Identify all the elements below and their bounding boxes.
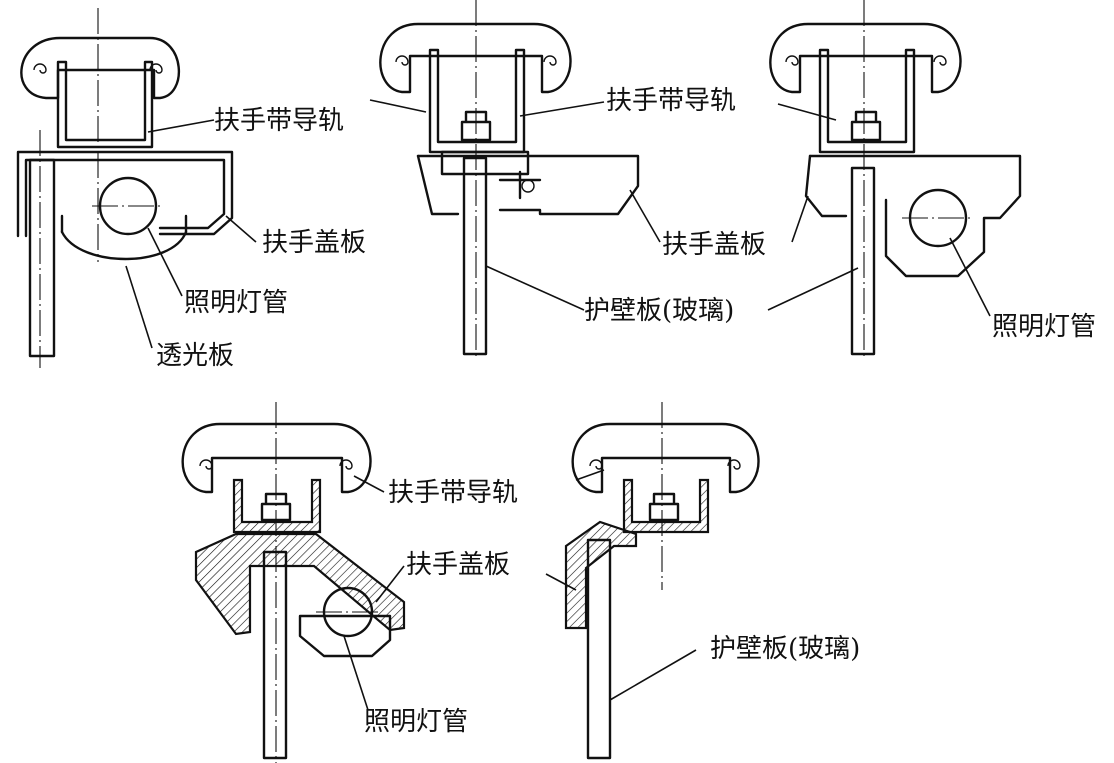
glass-panel-1 (28, 158, 56, 358)
figure-3 (769, 0, 1022, 360)
cover-plate-1 (16, 150, 234, 238)
cover-plate-4 (194, 532, 406, 636)
label-handrail-cover-2: 扶手盖板 (662, 230, 767, 260)
label-lighting-tube-3: 照明灯管 (364, 707, 469, 737)
guide-rail-3 (818, 48, 916, 154)
guide-rail-4 (232, 478, 322, 534)
handrail-profile-4 (181, 422, 372, 494)
label-handrail-cover-1: 扶手盖板 (262, 228, 367, 258)
handrail-profile-5 (571, 422, 760, 494)
bolt-3 (850, 110, 882, 142)
label-balustrade-glass-2: 护壁板(玻璃) (710, 634, 861, 664)
label-diffuser: 透光板 (156, 341, 235, 371)
cover-plate-3 (808, 154, 1022, 278)
cover-plate-2 (416, 154, 640, 216)
diffuser-1 (60, 230, 188, 261)
guide-rail-2 (428, 48, 526, 154)
bolt-5 (648, 492, 680, 522)
handrail-profile-3 (769, 22, 962, 94)
label-lighting-tube-2: 照明灯管 (992, 312, 1097, 342)
handrail-profile-2 (379, 22, 572, 94)
label-balustrade-glass-1: 护壁板(玻璃) (584, 296, 735, 326)
label-handrail-guide-3: 扶手带导轨 (388, 478, 519, 508)
bolt-4 (260, 492, 292, 522)
glass-panel-2 (462, 156, 488, 356)
figure-4 (181, 402, 406, 763)
bolt-2 (460, 110, 492, 142)
label-handrail-cover-3: 扶手盖板 (406, 550, 511, 580)
cover-plate-5 (564, 520, 638, 630)
handrail-profile-1 (20, 36, 181, 100)
leader-lines (125, 99, 991, 711)
glass-panel-5 (586, 538, 612, 760)
figure-2 (379, 0, 640, 360)
label-handrail-guide-2: 扶手带导轨 (606, 86, 737, 116)
glass-panel-3 (850, 166, 876, 356)
figure-5 (564, 402, 760, 760)
label-lighting-tube-1: 照明灯管 (184, 288, 289, 318)
guide-rail-5 (622, 478, 710, 534)
guide-rail-1 (56, 60, 154, 149)
figure-1 (16, 8, 234, 368)
label-handrail-guide-1: 扶手带导轨 (214, 106, 345, 136)
glass-panel-4 (262, 550, 288, 760)
